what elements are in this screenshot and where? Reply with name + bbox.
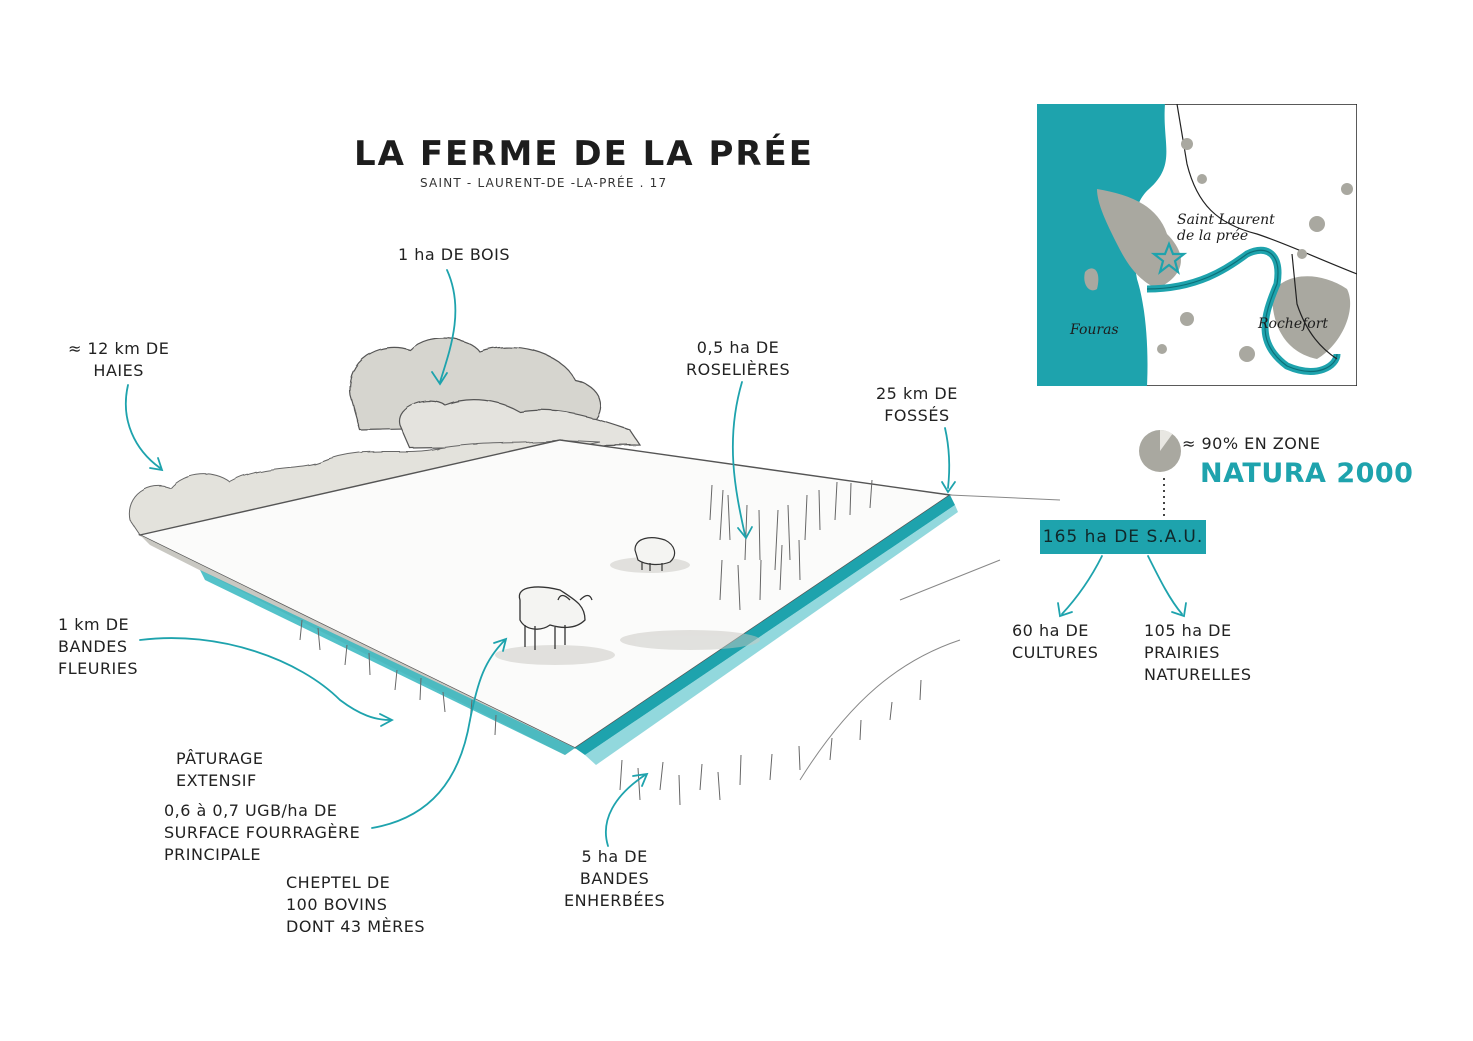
star-icon [1150,241,1188,275]
map-settlements [1157,138,1353,362]
map-river-outline [1146,249,1338,372]
arrow-cultures [1061,555,1103,615]
label-bois: 1 ha DE BOIS [398,245,510,264]
arrow-bandes-fleuries [139,637,391,721]
page-title: LA FERME DE LA PRÉE [354,134,814,174]
arrow-bois [439,269,457,383]
page-subtitle: SAINT - LAURENT-DE -LA-PRÉE . 17 [420,176,668,190]
arrowhead-bois [431,371,448,386]
natura-title: NATURA 2000 [1200,458,1414,489]
arrow-roselieres [731,381,746,536]
map-coast-land [1097,189,1181,289]
map-road-2 [1291,253,1338,360]
arrowhead-haies [149,457,164,472]
arrowhead-prairies [1171,602,1187,618]
arrowhead-bandes-enherbees [632,772,649,787]
arrowhead-fosses [941,481,956,494]
arrowhead-bandes-fleuries [379,713,394,727]
arrow-ugb [371,639,506,829]
arrow-fosses [944,427,951,489]
annotation-arrows [124,269,1187,847]
map-road [1176,104,1357,275]
location-map [1037,104,1357,386]
arrow-prairies [1147,555,1183,615]
map-city-rochefort [1272,276,1351,359]
map-label-rochefort: Rochefort [1258,316,1329,332]
arrowhead-roselieres [737,526,753,540]
map-label-fouras: Fouras [1070,322,1119,338]
map-ocean [1037,104,1167,386]
arrowhead-ugb [493,637,508,652]
cow-sketch [518,586,593,650]
arrowhead-cultures [1057,602,1073,618]
natura-pie-chart [1139,430,1181,472]
calf-sketch [634,537,676,571]
arrow-bandes-enherbees [604,774,646,847]
woodland-sketch [348,337,642,449]
map-island [1084,268,1099,291]
natura-share-label: ≈ 90% EN ZONE [1182,434,1321,453]
map-label-saint-laurent: Saint Laurent de la prée [1177,212,1275,244]
arrow-haies [124,384,161,469]
background-fields [799,494,1061,781]
sau-total-badge: 165 ha DE S.A.U. [1040,520,1206,554]
